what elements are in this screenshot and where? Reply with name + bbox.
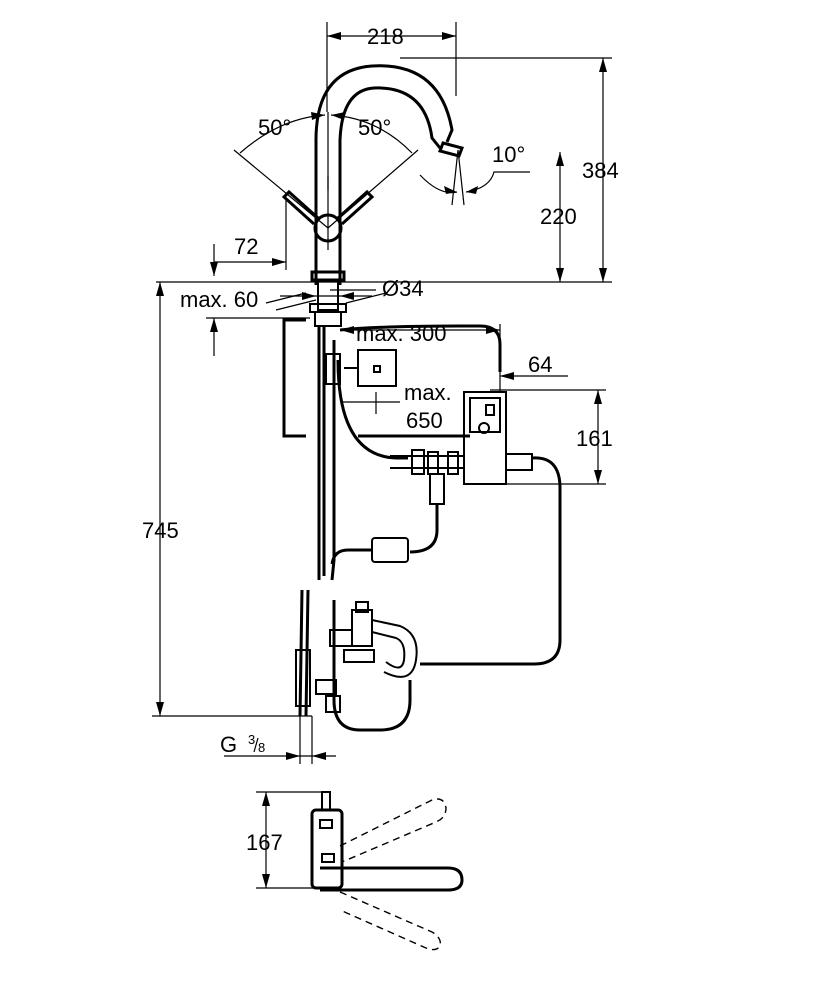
label-box-width: 64 <box>528 352 552 377</box>
spout-outer-outline <box>314 64 454 285</box>
mixer-loop <box>371 619 418 678</box>
control-box-led <box>485 404 495 416</box>
mixer-valve <box>351 609 373 647</box>
hose-4 <box>336 359 408 460</box>
spout-swing-up <box>339 798 447 863</box>
spout-swing-down <box>339 891 442 951</box>
cold-valve <box>295 649 311 707</box>
label-max-650-line2: 650 <box>406 408 443 433</box>
label-thread-g: G <box>220 732 237 757</box>
sensor-cable <box>339 324 502 372</box>
hose-clip <box>325 353 341 385</box>
hose-3 <box>330 340 336 581</box>
label-spout-tilt: 10° <box>492 142 525 167</box>
label-total-height: 384 <box>582 158 619 183</box>
label-thread-num: 3 <box>248 732 255 747</box>
control-box-knob <box>478 422 490 434</box>
faucet-top-view <box>256 791 464 951</box>
label-max-650-line1: max. <box>404 380 452 405</box>
lever-left <box>281 189 320 226</box>
top-view-spout <box>320 866 464 892</box>
label-top-depth: 167 <box>246 830 283 855</box>
label-max-deck: max. 60 <box>180 287 258 312</box>
label-base-diameter: Ø34 <box>382 276 424 301</box>
mixed-hose <box>409 504 439 554</box>
mounting-shank <box>317 279 339 311</box>
top-view-lever <box>321 791 331 811</box>
label-outlet-height: 220 <box>540 204 577 229</box>
sensor-box <box>357 349 397 387</box>
under-counter-assembly <box>282 318 562 732</box>
sensor-box-marker <box>373 365 381 373</box>
dimension-labels: 218 50° 50° 10° 384 220 72 Ø34 max. 60 m… <box>142 24 619 855</box>
filter-unit <box>371 537 409 563</box>
hot-hose <box>420 456 562 666</box>
lever-right <box>336 189 375 226</box>
mounting-fixture <box>314 311 342 327</box>
top-view-body <box>310 808 344 890</box>
label-lever-offset: 72 <box>234 234 258 259</box>
label-box-height: 161 <box>576 426 613 451</box>
cold-hose <box>304 589 310 717</box>
label-spout-reach: 218 <box>367 24 404 49</box>
dimension-lines <box>152 22 612 764</box>
label-thread-den: 8 <box>258 740 265 755</box>
faucet-side-view <box>281 64 464 327</box>
label-max-300: max. 300 <box>356 321 447 346</box>
label-lever-angle-left: 50° <box>258 115 291 140</box>
control-box <box>463 391 507 485</box>
label-lever-angle-right: 50° <box>358 115 391 140</box>
label-hose-length: 745 <box>142 518 179 543</box>
cabinet-left-panel <box>282 318 306 438</box>
